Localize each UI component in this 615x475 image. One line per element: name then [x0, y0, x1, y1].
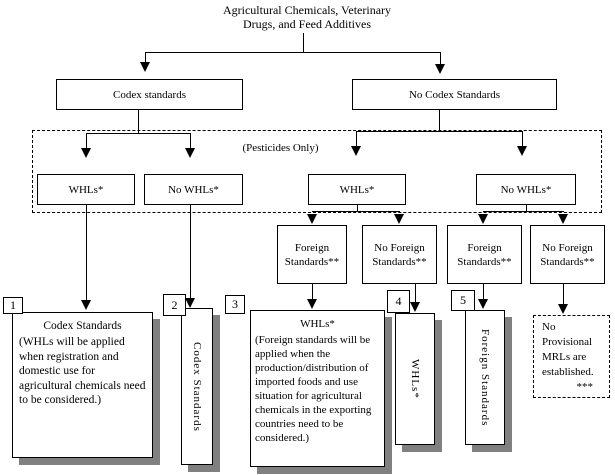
- connector-line: [86, 205, 87, 302]
- connector-line: [483, 211, 564, 212]
- outcome-number-label: 4: [395, 294, 402, 308]
- connector-line: [522, 131, 523, 146]
- mrl-footnote: ***: [576, 381, 594, 393]
- outcome-heading: Codex Standards: [43, 320, 122, 332]
- arrow-down-icon: [410, 302, 420, 312]
- mrl-line: MRLs are: [542, 351, 587, 363]
- outcome-number-label: 3: [232, 297, 238, 311]
- node-no-codex-standards: No Codex Standards: [352, 79, 557, 110]
- connector-line: [138, 110, 139, 133]
- node-label: No Foreign Standards**: [372, 241, 427, 268]
- outcome-4-box: WHLs*: [395, 313, 435, 445]
- node-whls-right: WHLs*: [308, 174, 406, 205]
- outcome-number-label: 2: [171, 297, 178, 312]
- connector-line: [439, 110, 440, 131]
- arrow-down-icon: [435, 64, 445, 74]
- outcome-body: (Foreign standards will be applied when …: [255, 334, 372, 444]
- node-label: No WHLs*: [168, 183, 219, 196]
- connector-line: [357, 205, 358, 212]
- node-no-whls-right: No WHLs*: [476, 174, 576, 205]
- outcome-vertical-label: Foreign Standards: [479, 328, 491, 427]
- connector-line: [356, 131, 523, 132]
- outcome-number-label: 1: [10, 298, 16, 312]
- connector-line: [312, 211, 400, 212]
- title-line-2: Drugs, and Feed Additives: [243, 17, 371, 31]
- outcome-5-box: Foreign Standards: [465, 310, 505, 445]
- arrow-down-icon: [478, 214, 488, 224]
- outcome-vertical-label: WHLs*: [409, 359, 421, 399]
- node-label: WHLs*: [68, 183, 104, 196]
- outcome-number-label: 5: [460, 293, 466, 307]
- outcome-vertical-label: Codex Standards: [191, 341, 203, 432]
- arrow-down-icon: [517, 146, 527, 156]
- node-label: No Foreign Standards**: [540, 241, 595, 268]
- arrow-down-icon: [351, 146, 361, 156]
- node-label: No WHLs*: [500, 183, 552, 196]
- node-whls-left: WHLs*: [37, 174, 135, 205]
- node-no-foreign-standards-right: No Foreign Standards**: [530, 225, 605, 284]
- diagram-title: Agricultural Chemicals, Veterinary Drugs…: [152, 3, 462, 31]
- connector-line: [145, 52, 441, 53]
- outcome-3-box: WHLs* (Foreign standards will be applied…: [250, 310, 385, 467]
- arrow-down-icon: [478, 299, 488, 309]
- node-label: WHLs*: [339, 183, 375, 196]
- arrow-down-icon: [81, 300, 91, 310]
- connector-line: [440, 52, 441, 65]
- title-line-1: Agricultural Chemicals, Veterinary: [222, 3, 392, 17]
- arrow-down-icon: [185, 148, 195, 158]
- mrl-line: No: [542, 321, 556, 333]
- arrow-down-icon: [307, 214, 317, 224]
- outcome-no-provisional-mrls-box: No Provisional MRLs are established. ***: [533, 315, 610, 398]
- mrl-line: Provisional: [542, 336, 593, 348]
- node-label: Foreign Standards**: [457, 241, 512, 268]
- mrl-line: established.: [542, 366, 594, 378]
- connector-line: [190, 205, 191, 300]
- outcome-4-number: 4: [387, 290, 410, 313]
- connector-line: [86, 133, 87, 149]
- node-foreign-standards-right: Foreign Standards**: [447, 225, 522, 284]
- connector-line: [563, 284, 564, 306]
- arrow-down-icon: [81, 148, 91, 158]
- outcome-5-number: 5: [451, 290, 475, 311]
- node-codex-standards: Codex standards: [56, 79, 243, 110]
- node-label: No Codex Standards: [408, 88, 501, 101]
- arrow-down-icon: [307, 299, 317, 309]
- node-label: Codex standards: [112, 88, 186, 101]
- connector-line: [415, 284, 416, 304]
- connector-line: [86, 133, 191, 134]
- node-no-foreign-standards-left: No Foreign Standards**: [362, 225, 437, 284]
- arrow-down-icon: [558, 304, 568, 314]
- connector-line: [312, 284, 313, 301]
- pesticides-only-note: (Pesticides Only): [242, 142, 319, 154]
- node-label: Foreign Standards**: [284, 241, 340, 268]
- outcome-2-number: 2: [163, 294, 186, 316]
- outcome-heading: WHLs*: [300, 318, 335, 330]
- outcome-2-box: Codex Standards: [181, 308, 213, 465]
- connector-line: [145, 52, 146, 64]
- outcome-1-number: 1: [3, 297, 23, 314]
- outcome-3-number: 3: [225, 295, 245, 314]
- outcome-body: (WHLs will be applied when registration …: [19, 336, 146, 406]
- node-no-whls-left: No WHLs*: [144, 174, 243, 205]
- arrow-down-icon: [558, 214, 568, 224]
- pesticides-only-region: [32, 130, 602, 213]
- connector-line: [303, 33, 304, 52]
- arrow-down-icon: [140, 62, 150, 72]
- arrow-down-icon: [185, 298, 195, 308]
- arrow-down-icon: [394, 214, 404, 224]
- outcome-1-box: Codex Standards (WHLs will be applied wh…: [12, 312, 153, 458]
- connector-line: [356, 131, 357, 146]
- node-foreign-standards-left: Foreign Standards**: [277, 225, 347, 284]
- connector-line: [483, 284, 484, 301]
- connector-line: [526, 205, 527, 212]
- connector-line: [190, 133, 191, 149]
